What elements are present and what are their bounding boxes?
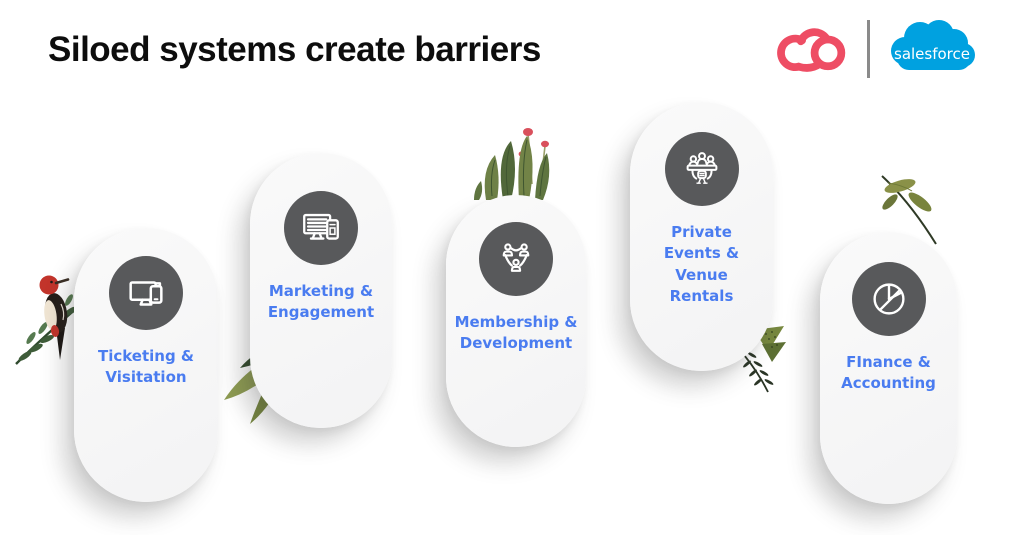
pie-chart-icon [851,262,926,336]
salesforce-logo: salesforce [891,20,975,70]
monitor-and-phone-icon [109,256,183,330]
logo-divider [867,20,870,78]
logo-row: salesforce [771,16,980,82]
card-label-private-events: Private Events & Venue Rentals [663,223,740,305]
card-private-events-venue-rentals: Private Events & Venue Rentals [630,102,773,371]
woodpecker-illustration [15,275,88,365]
salesforce-wordmark: salesforce [894,45,970,63]
card-marketing-engagement: Marketing & Engagement [250,153,392,428]
card-label-marketing: Marketing & Engagement [267,282,375,322]
marketing-devices-icon [284,191,358,265]
people-network-icon [479,222,553,296]
card-membership-development: Membership & Development [446,195,586,447]
card-label-membership: Membership & Development [454,313,578,353]
plant-with-flowers-icon [474,128,550,200]
meeting-panel-icon [664,132,739,206]
card-label-finance: FInance & Accounting [841,353,936,393]
card-ticketing-visitation: Ticketing & Visitation [74,228,218,502]
acme-cloud-logo-icon [777,28,846,72]
card-label-ticketing: Ticketing & Visitation [97,347,195,387]
olive-branch-icon [881,175,937,245]
page-title: Siloed systems create barriers [48,30,541,69]
card-finance-accounting: FInance & Accounting [820,232,957,504]
